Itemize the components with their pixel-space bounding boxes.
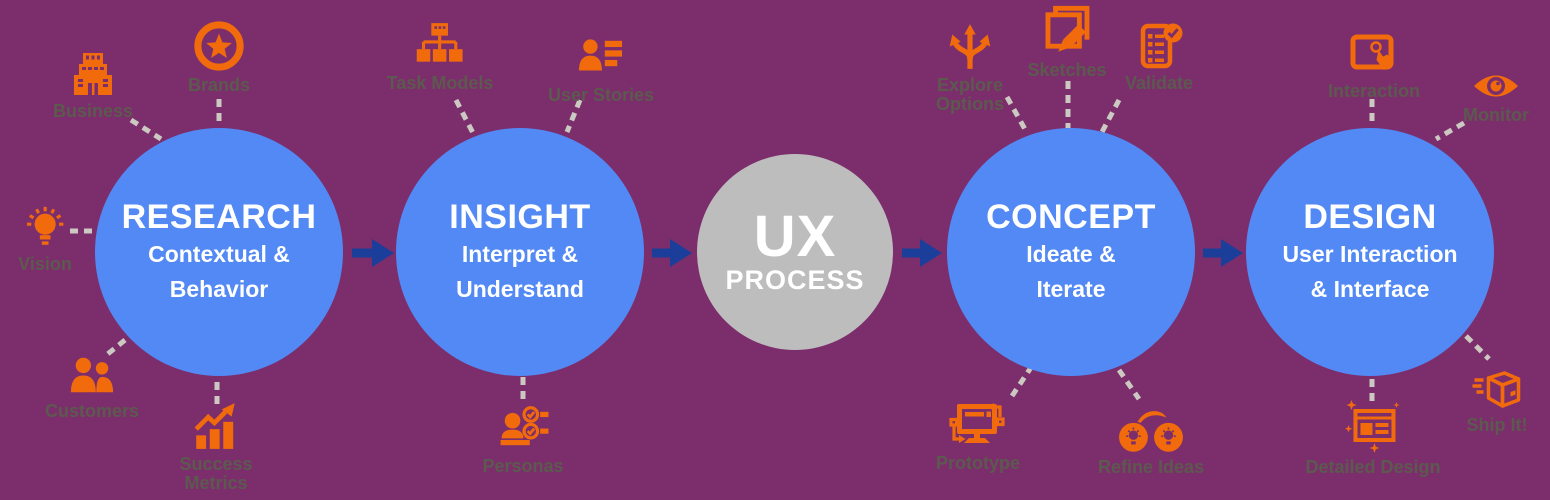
detailed-design-icon <box>1344 400 1399 453</box>
satellite-task-models: Task Models <box>386 20 494 93</box>
stage-concept-title: CONCEPT <box>986 197 1156 236</box>
growth-chart-icon <box>194 403 235 449</box>
stage-insight-title: INSIGHT <box>449 197 591 236</box>
lightbulb-icon <box>26 206 64 245</box>
stage-research: RESEARCH Contextual & Behavior <box>95 128 343 376</box>
stage-insight-subtitle-line1: Interpret & <box>461 241 579 268</box>
stage-insight-subtitle-line2: Understand <box>456 275 584 302</box>
satellite-label: Validate <box>1124 73 1194 93</box>
eye-icon <box>1473 75 1518 97</box>
satellite-success-metrics: Success Metrics <box>170 401 262 493</box>
stage-concept-subtitle-line2: Iterate <box>1036 275 1106 302</box>
stage-design-subtitle-line2: & Interface <box>1310 275 1430 302</box>
satellite-prototype: Prototype <box>936 398 1020 473</box>
star-badge-icon <box>194 21 244 71</box>
dashed-connector-lines <box>70 81 1491 406</box>
satellite-label: Interaction <box>1327 81 1421 101</box>
satellite-brands: Brands <box>188 20 250 95</box>
stage-design: DESIGN User Interaction & Interface <box>1246 128 1494 376</box>
stage-concept-subtitle-line1: Ideate & <box>1026 241 1116 268</box>
satellite-label: Refine Ideas <box>1097 457 1205 477</box>
satellite-sketches: Sketches <box>1027 5 1107 80</box>
satellite-label: User Stories <box>547 85 655 105</box>
satellite-label: Brands <box>187 75 251 95</box>
stage-ux-title: UX <box>753 204 837 270</box>
building-icon <box>73 53 112 95</box>
people-icon <box>70 357 114 393</box>
satellite-label: Prototype <box>935 453 1021 473</box>
org-chart-icon <box>417 23 463 62</box>
satellite-user-stories: User Stories <box>548 36 654 105</box>
satellite-label: Monitor <box>1463 105 1529 125</box>
satellite-business: Business <box>53 50 133 121</box>
satellite-detailed-design: Detailed Design <box>1305 398 1441 477</box>
satellite-ship-it: Ship It! <box>1467 366 1528 435</box>
touch-screen-icon <box>1350 34 1394 70</box>
validate-checklist-icon <box>1140 23 1183 69</box>
satellite-label: Explore Options <box>936 75 1004 114</box>
satellite-interaction: Interaction <box>1328 30 1420 101</box>
satellite-label: Sketches <box>1027 60 1107 80</box>
satellite-monitor: Monitor <box>1463 70 1529 125</box>
satellite-personas: Personas <box>482 403 564 476</box>
satellite-validate: Validate <box>1125 22 1193 93</box>
stage-research-subtitle-line2: Behavior <box>169 275 269 302</box>
ship-box-icon <box>1472 371 1520 408</box>
stage-concept: CONCEPT Ideate & Iterate <box>947 128 1195 376</box>
satellite-label: Detailed Design <box>1305 457 1441 477</box>
stage-design-subtitle-line1: User Interaction <box>1282 241 1458 268</box>
satellite-customers: Customers <box>45 352 139 421</box>
stage-insight: INSIGHT Interpret & Understand <box>396 128 644 376</box>
stage-ux-process: UX PROCESS <box>697 154 893 350</box>
refine-ideas-icon <box>1119 411 1183 452</box>
satellite-label: Personas <box>482 456 564 476</box>
satellite-vision: Vision <box>18 205 72 274</box>
flow-arrows <box>352 239 1243 267</box>
satellite-label: Ship It! <box>1466 415 1528 435</box>
satellite-explore-options: Explore Options <box>924 22 1016 114</box>
satellite-label: Vision <box>18 254 72 274</box>
sketch-pad-icon <box>1045 5 1089 52</box>
persona-checklist-icon <box>500 406 548 446</box>
satellite-refine-ideas: Refine Ideas <box>1098 404 1204 477</box>
stage-research-subtitle-line1: Contextual & <box>148 241 290 268</box>
stage-research-title: RESEARCH <box>121 197 317 236</box>
satellite-label: Customers <box>44 401 140 421</box>
branching-arrows-icon <box>949 24 991 69</box>
user-list-icon <box>578 39 623 71</box>
stage-design-title: DESIGN <box>1303 197 1437 236</box>
stage-ux-subtitle: PROCESS <box>725 265 865 296</box>
satellite-label: Success Metrics <box>179 454 253 493</box>
satellite-label: Business <box>52 101 134 121</box>
prototype-monitor-icon <box>949 403 1005 443</box>
satellite-label: Task Models <box>386 73 494 93</box>
